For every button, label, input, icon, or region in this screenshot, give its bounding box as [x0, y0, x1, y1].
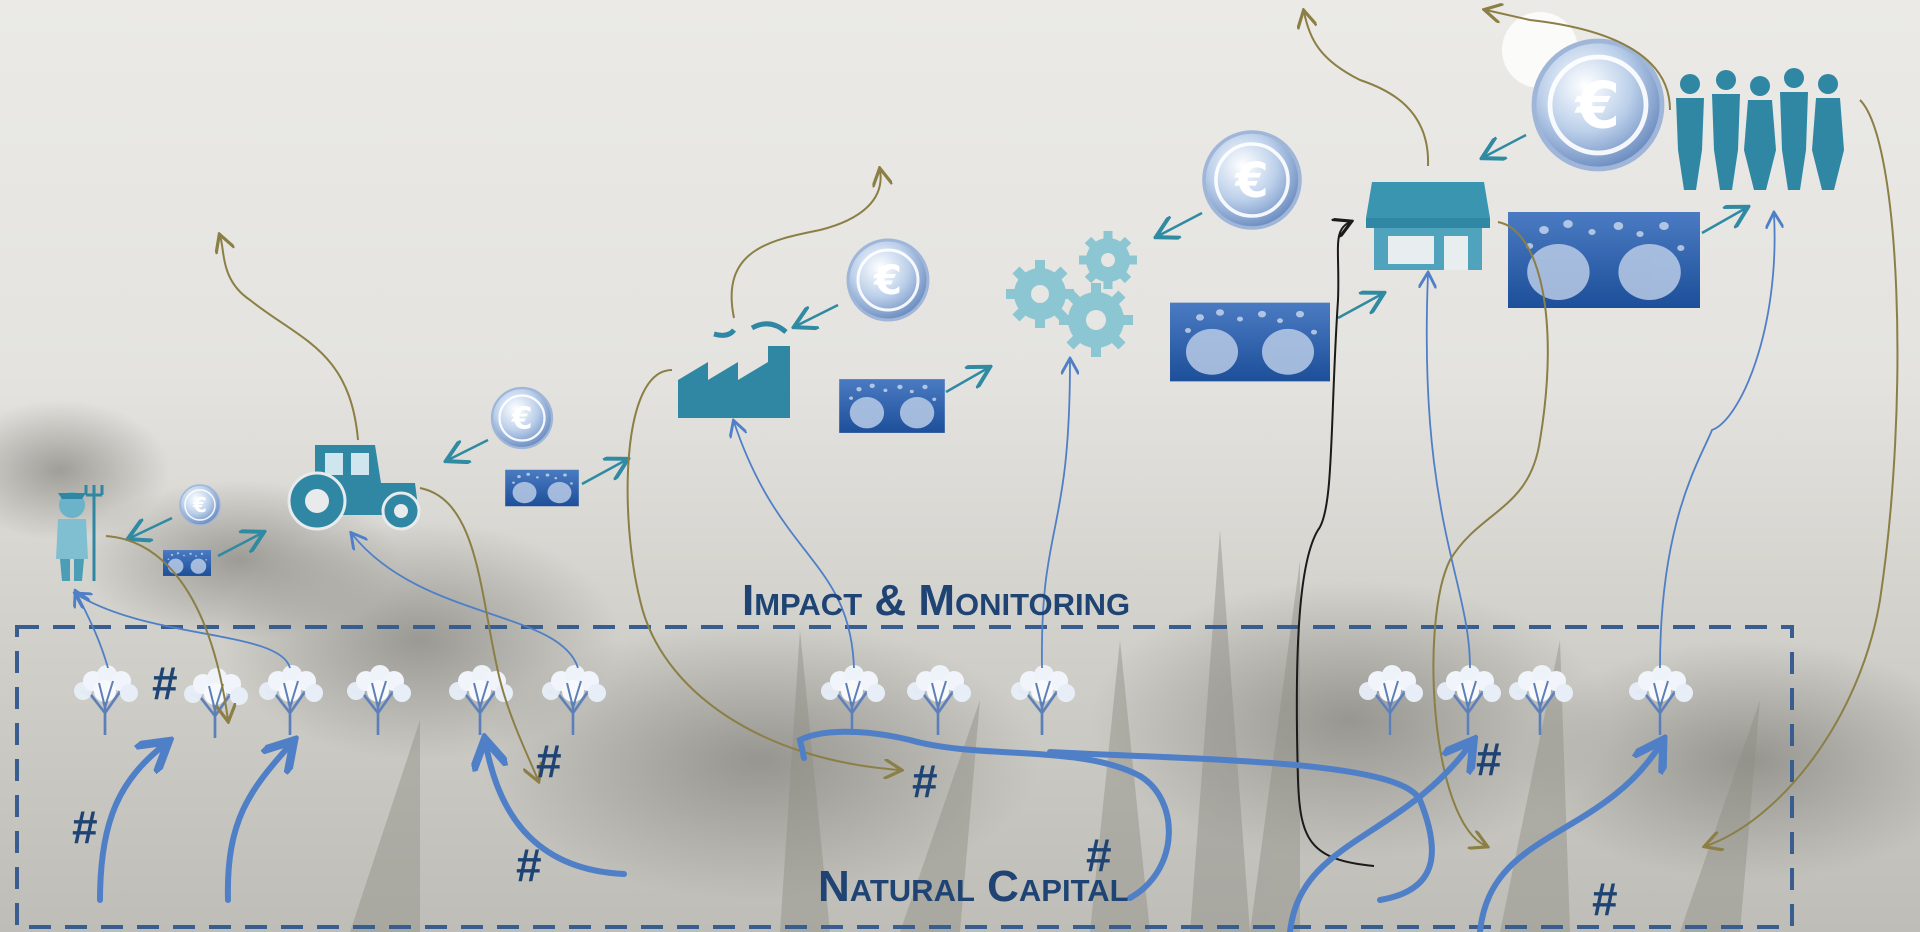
business-people-icon	[1676, 68, 1844, 190]
hash-symbol: #	[912, 755, 938, 807]
black-flow-arrow	[1295, 222, 1375, 867]
brain-knowledge-icon	[1170, 302, 1330, 382]
natural-capital-label: Natural Capital	[818, 862, 1129, 911]
tree-icon	[72, 663, 140, 737]
gears-icon	[1006, 231, 1137, 357]
factory-icon	[678, 321, 790, 418]
hash-symbol: #	[516, 839, 542, 891]
hash-symbol: #	[152, 657, 178, 709]
natural-capital-dashed-frame	[15, 625, 1794, 929]
thick-blue-arrows	[97, 728, 1660, 932]
brain-knowledge-icon	[839, 379, 945, 433]
euro-coin-icon	[1534, 41, 1662, 169]
brain-knowledge-icon	[505, 469, 579, 507]
brain-knowledge-icon	[1508, 212, 1700, 308]
background-fog	[0, 400, 1920, 932]
hash-symbol: #	[72, 801, 98, 853]
teal-flow-arrows	[130, 133, 1746, 558]
euro-coin-icon	[179, 484, 221, 526]
tree-icon	[182, 666, 250, 740]
brain-knowledge-icon	[163, 550, 211, 576]
hash-symbol: #	[536, 735, 562, 787]
euro-coin-icon	[1202, 130, 1302, 230]
euro-coins	[179, 12, 1662, 526]
olive-impact-arrows	[105, 10, 1899, 846]
euro-coin-icon	[846, 238, 930, 322]
farmer-icon	[56, 485, 104, 581]
hash-symbol: #	[1592, 873, 1618, 925]
hash-symbol: #	[1476, 733, 1502, 785]
shop-icon	[1366, 182, 1490, 270]
hash-symbol: #	[1086, 829, 1112, 881]
euro-coin-icon	[490, 386, 554, 450]
tractor-icon	[287, 445, 421, 531]
impact-monitoring-label: Impact & Monitoring	[742, 576, 1131, 625]
